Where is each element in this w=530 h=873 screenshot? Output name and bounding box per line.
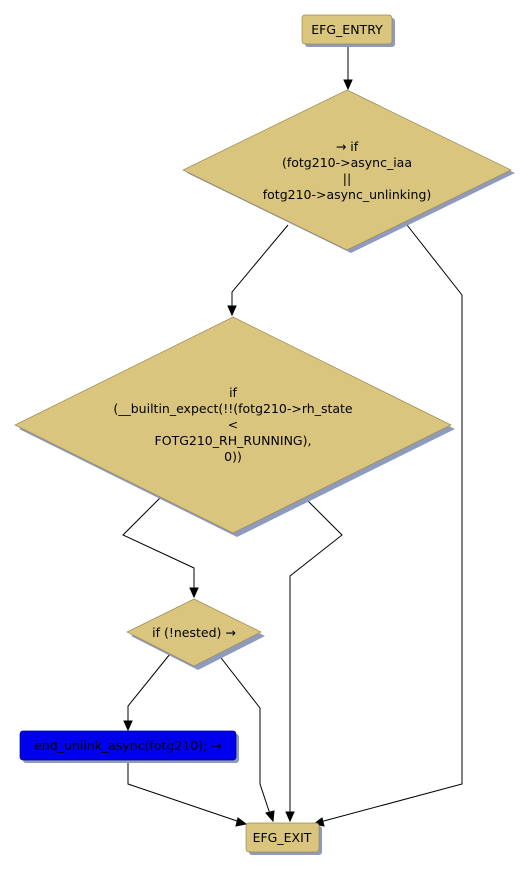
arrowhead — [227, 305, 237, 317]
node-label-line: → if — [336, 139, 359, 154]
node-label: end_unlink_async(fotg210); → — [34, 738, 222, 753]
edge-cond2-to-exit — [289, 497, 343, 814]
node-box — [245, 822, 320, 853]
edge-call-to-exit — [127, 762, 241, 823]
node-label-line: < — [228, 417, 238, 432]
exit-node: EFG_EXIT — [245, 822, 322, 855]
node-label-line: FOTG210_RH_RUNNING), — [155, 433, 312, 448]
nodes: EFG_ENTRY → if (fotg210->async_iaa || fo… — [14, 14, 515, 855]
node-label: EFG_EXIT — [253, 830, 312, 845]
edge-cond1-to-cond2 — [231, 224, 289, 308]
node-label-line: (__builtin_expect(!!(fotg210->rh_state — [113, 401, 353, 416]
node-box — [19, 730, 237, 761]
arrowhead — [123, 720, 133, 732]
arrowhead — [343, 79, 353, 91]
node-label-line: fotg210->async_unlinking) — [263, 187, 432, 202]
arrowhead — [285, 811, 295, 823]
node-label-line: (fotg210->async_iaa — [282, 155, 412, 170]
condition-node-async: → if (fotg210->async_iaa || fotg210->asy… — [182, 89, 515, 253]
edge-cond2-to-cond3 — [122, 497, 195, 590]
arrowhead — [235, 817, 248, 827]
call-node-end-unlink-async: end_unlink_async(fotg210); → — [19, 730, 239, 763]
condition-node-nested: if (!nested) → — [126, 598, 265, 670]
node-box — [301, 14, 393, 45]
node-diamond — [126, 598, 262, 667]
node-label-line: 0)) — [224, 449, 242, 464]
node-label: EFG_ENTRY — [311, 22, 383, 37]
node-label: if (!nested) → — [152, 625, 236, 640]
node-diamond — [14, 316, 452, 534]
edge-cond1-to-exit — [319, 224, 463, 823]
node-diamond — [182, 89, 512, 251]
edges — [122, 46, 463, 827]
arrowhead — [189, 587, 199, 599]
condition-node-rh-state: if (__builtin_expect(!!(fotg210->rh_stat… — [14, 316, 455, 537]
edge-cond3-to-call — [127, 653, 171, 723]
node-label-line: || — [343, 171, 351, 186]
arrowhead — [265, 810, 275, 823]
edge-cond3-to-exit — [217, 653, 271, 815]
node-label-line: if — [229, 385, 237, 400]
entry-node: EFG_ENTRY — [301, 14, 395, 47]
